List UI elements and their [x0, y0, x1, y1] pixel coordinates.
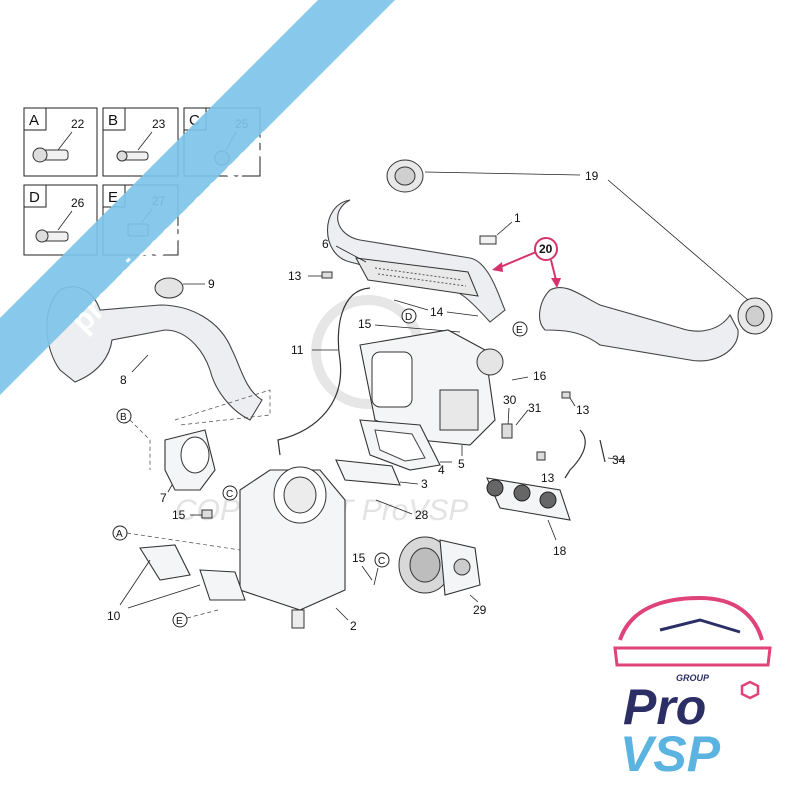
circle-letter-c-left-label: C [226, 489, 233, 500]
part-label-1: 1 [514, 211, 521, 225]
part-8-duct [46, 286, 263, 421]
part-3-filter [335, 459, 401, 486]
circle-letter-c-right [374, 552, 390, 568]
part-label-5: 5 [458, 457, 465, 471]
circle-letter-e-bottom [172, 612, 188, 628]
logo-hex-bolt [740, 680, 760, 700]
inset-box-a: A 22 [23, 107, 98, 177]
highlight-arrow-right [550, 259, 557, 281]
circle-letter-e-top-label: E [516, 325, 523, 336]
part-label-28: 28 [415, 508, 429, 522]
inset-letter: C [189, 112, 200, 129]
inset-letter: E [108, 189, 118, 206]
part-label-10: 10 [107, 609, 121, 623]
highlight-circle-20 [534, 237, 558, 261]
inset-number: 26 [71, 196, 85, 210]
part-18-actuator [486, 477, 571, 521]
air-duct-19 [327, 159, 773, 362]
logo-car-window [659, 618, 741, 634]
heater-housing-4-5 [359, 329, 504, 446]
inset-number: 22 [71, 117, 85, 131]
part-label-29: 29 [473, 603, 487, 617]
part-label-7: 7 [160, 491, 167, 505]
circle-letter-e-top [512, 321, 528, 337]
highlight-arrow-left [497, 251, 537, 269]
part-34-cable [564, 429, 606, 479]
circle-letter-d-label: D [405, 312, 412, 323]
part-label-9: 9 [208, 277, 215, 291]
part-29-blower-motor [398, 536, 481, 596]
circle-letter-c-right-label: C [378, 556, 385, 567]
inset-letter: B [108, 112, 118, 129]
inset-letter: D [29, 189, 40, 206]
logo-car-body [613, 646, 772, 667]
part-label-15-right: 15 [352, 551, 366, 565]
part-label-11: 11 [291, 343, 304, 357]
part-label-3: 3 [421, 477, 428, 491]
part-label-34: 34 [612, 453, 626, 467]
part-label-20: 20 [539, 242, 553, 256]
logo-vsp: VSP [620, 726, 721, 782]
part-9-ring [154, 277, 184, 299]
part-label-19: 19 [585, 169, 599, 183]
part-11-cable [277, 287, 371, 456]
part-label-14: 14 [430, 305, 444, 319]
part-label-13-mid: 13 [576, 403, 590, 417]
inset-number: 23 [152, 117, 166, 131]
part-6-grille [355, 257, 479, 297]
inset-letter: A [29, 112, 39, 129]
logo-group: GROUP [676, 673, 710, 683]
provsp-logo: GROUP Pro VSP [613, 595, 772, 782]
part-label-13-low: 13 [541, 471, 555, 485]
part-label-4: 4 [438, 463, 445, 477]
part-2-blower-housing [239, 466, 346, 629]
circle-letter-b [116, 408, 132, 424]
part-label-31: 31 [528, 401, 542, 415]
part-4-gasket [359, 419, 441, 471]
part-label-2: 2 [350, 619, 357, 633]
logo-pro: Pro [623, 679, 706, 735]
part-label-8: 8 [120, 373, 127, 387]
part-label-6: 6 [322, 237, 329, 251]
part-1-clip [479, 235, 497, 245]
part-label-15-top: 15 [358, 317, 372, 331]
part-label-30: 30 [503, 393, 517, 407]
circle-letter-c-left [222, 485, 238, 501]
logo-car-roof [618, 595, 764, 641]
part-label-16: 16 [533, 369, 547, 383]
part-7-bracket [164, 429, 216, 491]
circle-letter-e-bottom-label: E [176, 616, 183, 627]
inset-box-b: B 23 [102, 107, 179, 177]
part-label-13-top: 13 [288, 269, 302, 283]
circle-letter-a-label: A [116, 529, 123, 540]
part-10-brackets [139, 544, 246, 601]
part-label-15-left: 15 [172, 508, 186, 522]
circle-letter-b-label: B [120, 412, 127, 423]
part-label-18: 18 [553, 544, 567, 558]
circle-letter-d [401, 308, 417, 324]
